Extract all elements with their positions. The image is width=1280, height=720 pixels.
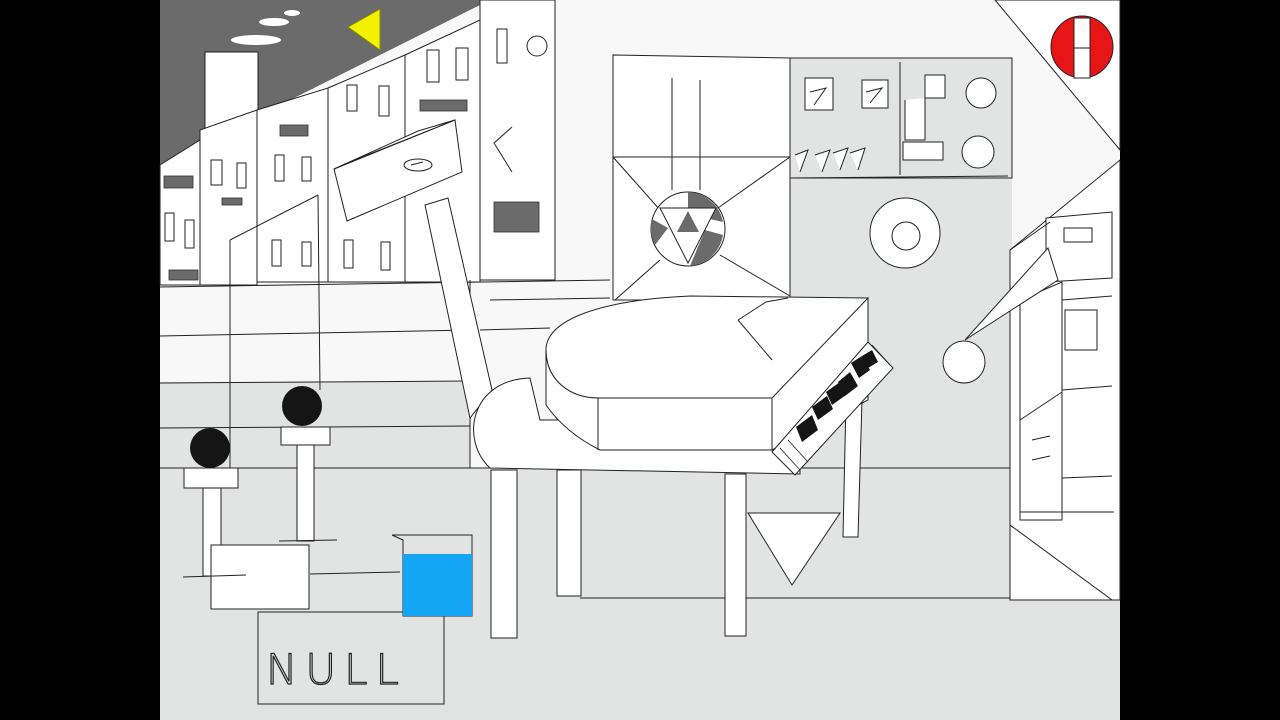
dark-windows (163, 99, 540, 281)
street-lamp[interactable] (333, 119, 493, 420)
null-sign: NULL (266, 645, 407, 694)
building-windows (164, 28, 548, 271)
symbol-glyphs[interactable] (794, 74, 946, 173)
pause-menu-icon[interactable] (1050, 15, 1114, 79)
cloud-3 (284, 10, 300, 16)
cloud-2 (259, 18, 289, 26)
piano-black-keys (796, 350, 878, 442)
piano-white-key-lines (779, 344, 891, 471)
blue-cup[interactable] (391, 534, 473, 617)
hanging-ball[interactable] (942, 247, 1059, 384)
city-skyline (159, 0, 556, 286)
lamp-eye-icon (403, 158, 433, 172)
speaker-icon[interactable] (869, 197, 941, 269)
yellow-triangle-arrow-icon[interactable] (347, 8, 381, 51)
wall-knob-bottom[interactable] (961, 135, 995, 169)
triangle-emblem-button[interactable] (650, 191, 726, 267)
pawn-figure-left[interactable] (183, 428, 239, 577)
wall-knob-top[interactable] (965, 77, 997, 109)
pawn-figure-right[interactable] (280, 386, 331, 542)
cloud-1 (231, 35, 281, 45)
grand-piano[interactable] (473, 295, 894, 639)
floor-left (160, 382, 470, 468)
alley-lines (1009, 221, 1114, 513)
puzzle-wires (182, 539, 445, 705)
